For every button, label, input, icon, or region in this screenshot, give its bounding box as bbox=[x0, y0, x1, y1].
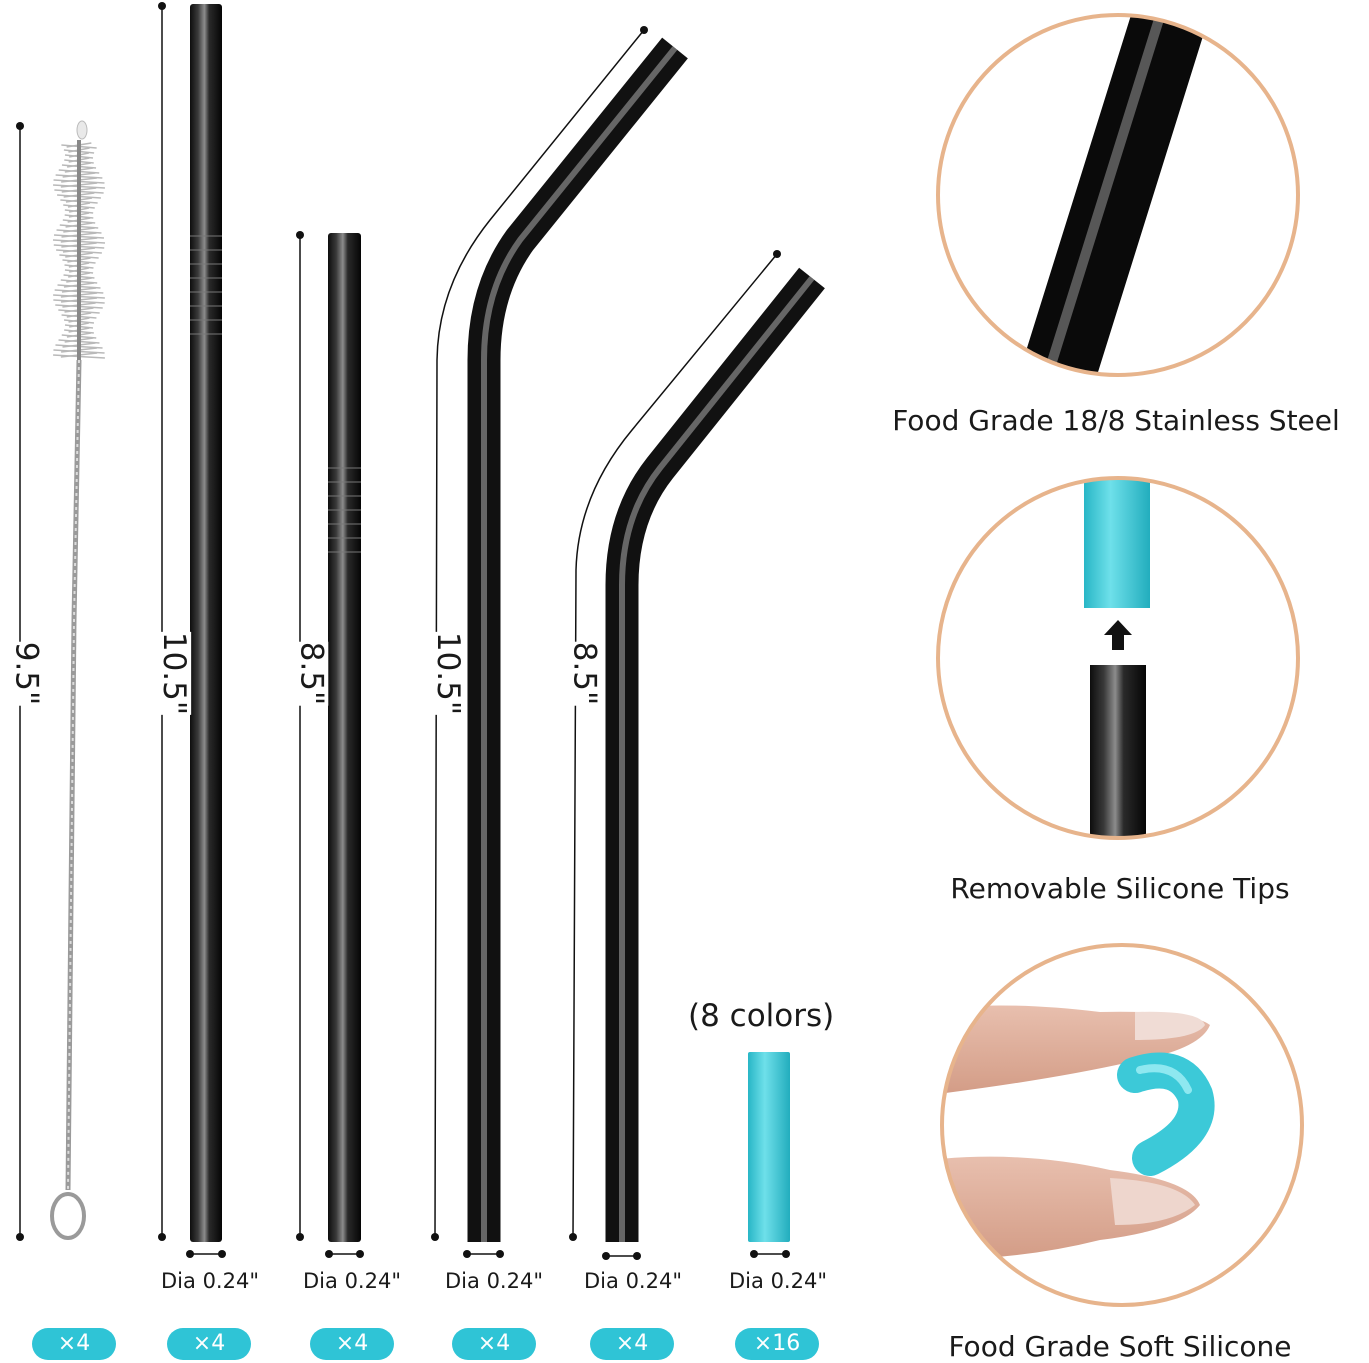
bent-short-quantity-badge: ×4 bbox=[590, 1328, 674, 1360]
straight-long-length-label: 10.5" bbox=[156, 631, 193, 716]
silicone-tip bbox=[748, 1052, 790, 1258]
feature-title-soft-silicone: Food Grade Soft Silicone bbox=[948, 1330, 1292, 1363]
brush-quantity-badge: ×4 bbox=[32, 1328, 116, 1360]
silicone-diameter-label: Dia 0.24" bbox=[729, 1269, 827, 1293]
bent-long-diameter-label: Dia 0.24" bbox=[445, 1269, 543, 1293]
bent-short-dimension-line bbox=[572, 253, 778, 1238]
bent-straw-short bbox=[569, 250, 825, 1260]
straight-short-diameter-label: Dia 0.24" bbox=[303, 1269, 401, 1293]
bent-straw-long bbox=[431, 26, 688, 1258]
feature-circle-stainless-steel bbox=[936, 13, 1300, 377]
straight-long-diameter-label: Dia 0.24" bbox=[161, 1269, 259, 1293]
bent-long-quantity-badge: ×4 bbox=[452, 1328, 536, 1360]
straight-long-straw-body bbox=[190, 4, 222, 1242]
straight-short-straw-body bbox=[328, 233, 361, 1242]
straight-short-length-label: 8.5" bbox=[293, 641, 330, 706]
straight-long-quantity-badge: ×4 bbox=[167, 1328, 251, 1360]
feature-title-removable-tips: Removable Silicone Tips bbox=[950, 872, 1290, 905]
arrow-up-icon bbox=[1104, 620, 1132, 650]
bent-long-dimension-line bbox=[434, 29, 645, 1238]
feature-circle-removable-tips bbox=[936, 476, 1300, 840]
bent-long-length-label: 10.5" bbox=[430, 631, 467, 716]
silicone-quantity-badge: ×16 bbox=[735, 1328, 819, 1360]
straight-short-quantity-badge: ×4 bbox=[310, 1328, 394, 1360]
feature-title-stainless-steel: Food Grade 18/8 Stainless Steel bbox=[892, 404, 1340, 437]
silicone-tip-body bbox=[748, 1052, 790, 1242]
feature-circle-soft-silicone bbox=[940, 943, 1304, 1307]
cleaning-brush bbox=[16, 120, 106, 1241]
straight-straw-short bbox=[296, 231, 364, 1258]
straight-straw-long bbox=[158, 2, 226, 1258]
silicone-colors-label: (8 colors) bbox=[688, 998, 835, 1034]
bent-short-diameter-label: Dia 0.24" bbox=[584, 1269, 682, 1293]
brush-length-label: 9.5" bbox=[8, 641, 45, 706]
bent-short-length-label: 8.5" bbox=[566, 641, 603, 706]
